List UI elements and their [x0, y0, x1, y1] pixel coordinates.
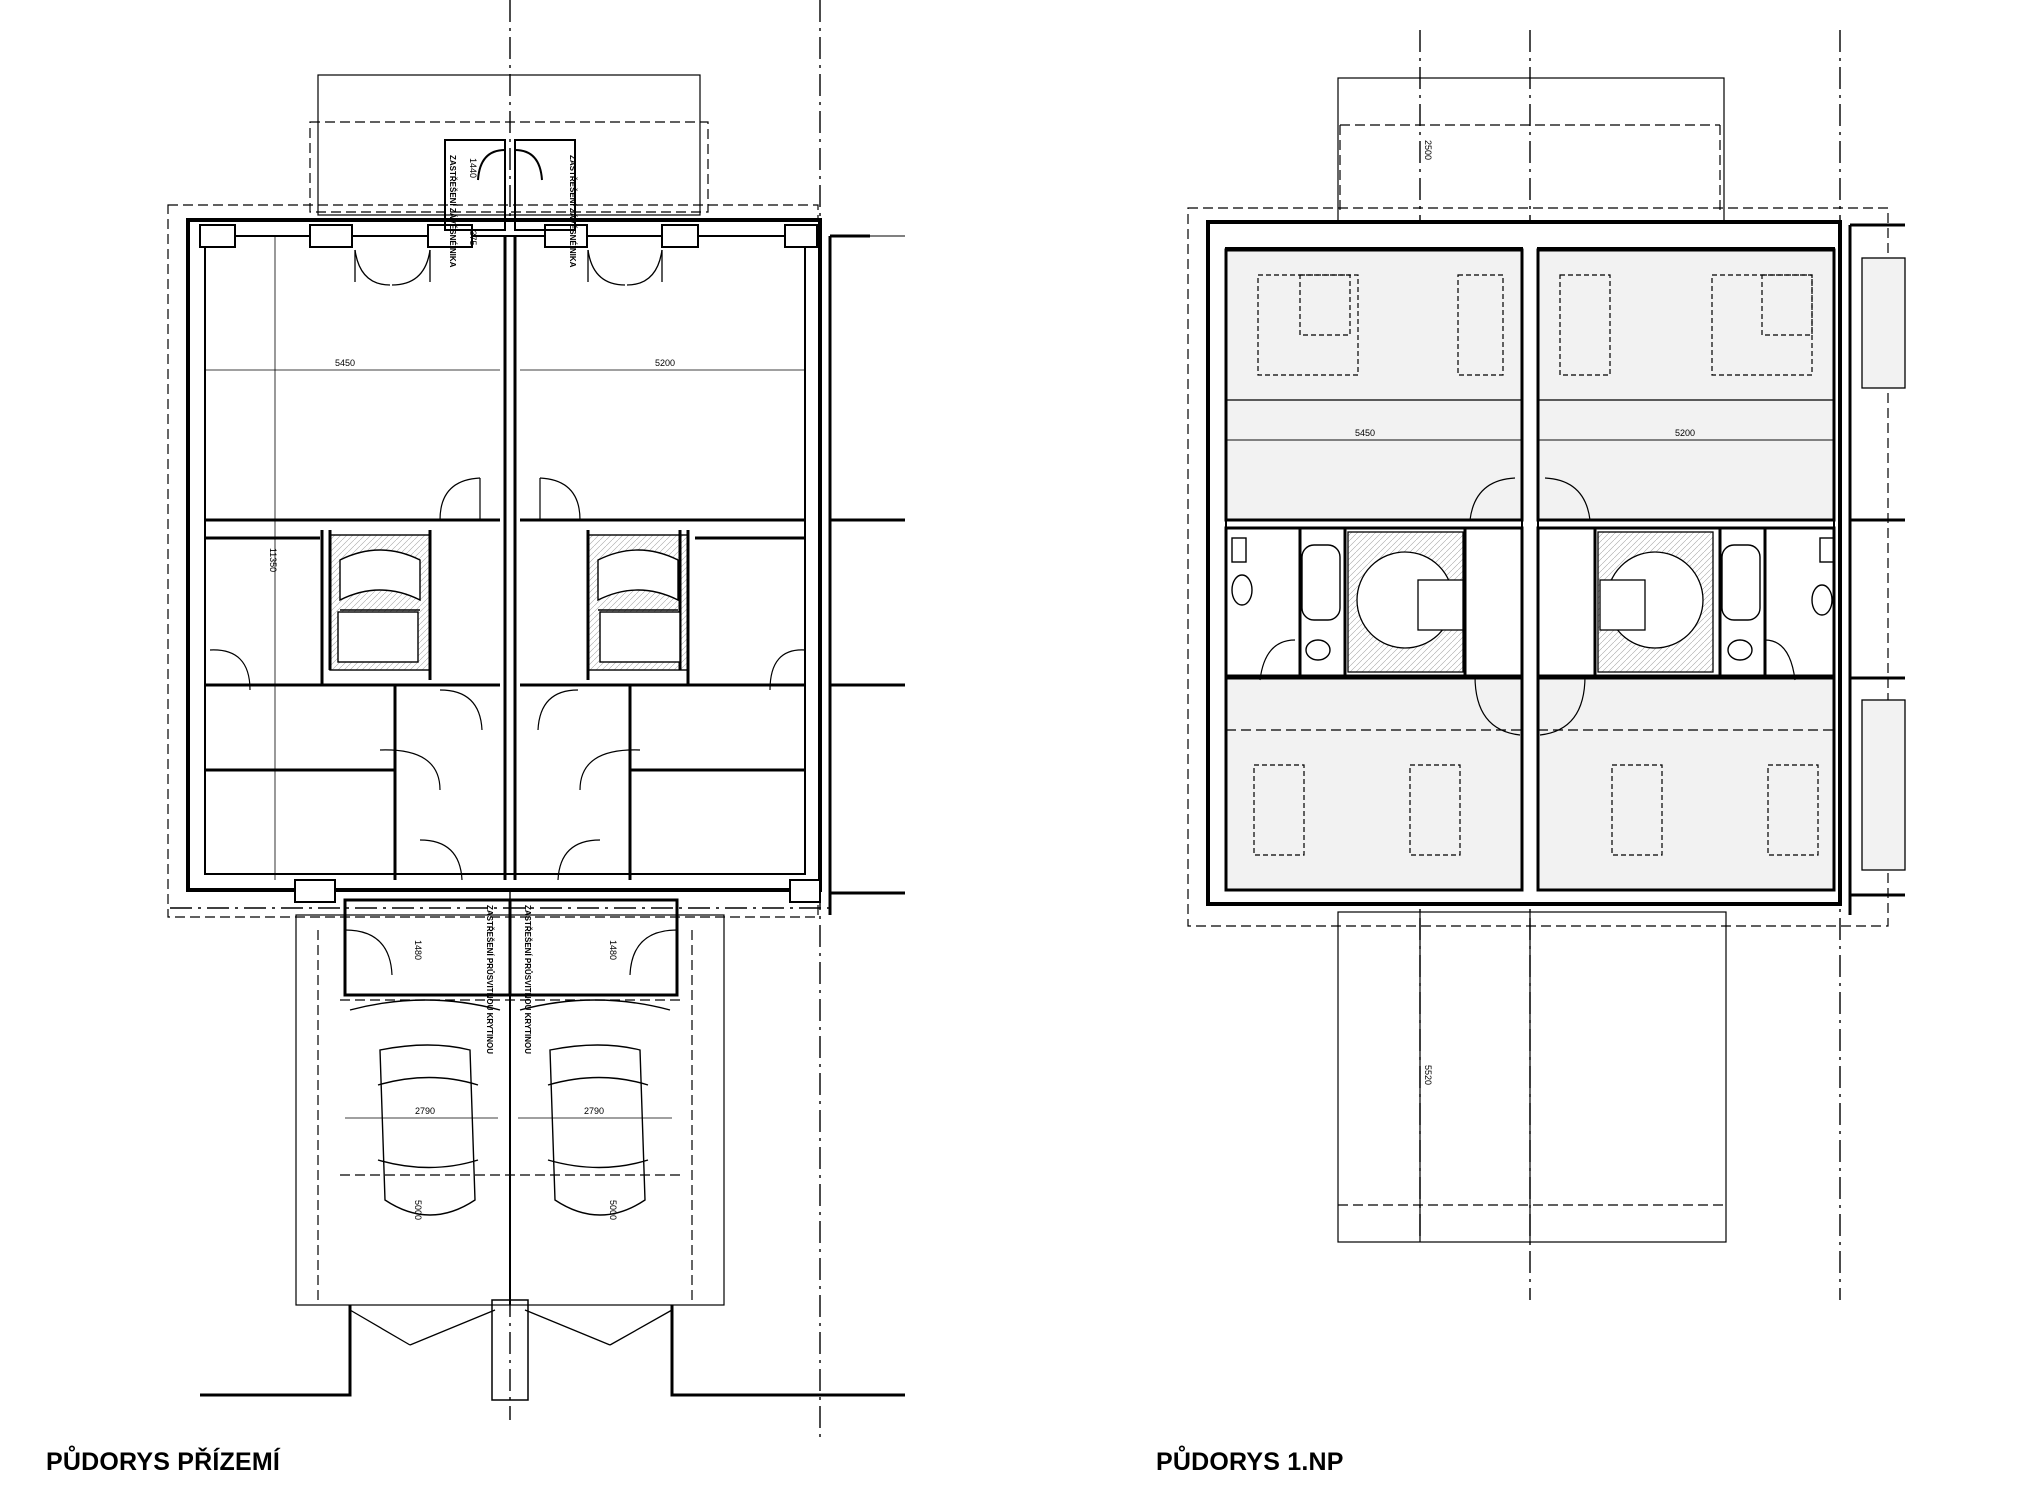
ground-dimension-labels: 5450 5200 11350 1440 375 1480 1480 2790 …	[268, 158, 675, 1220]
ground-carport	[295, 914, 725, 1306]
first-dashed-contours	[1187, 124, 1889, 927]
ground-car-right	[519, 999, 671, 1216]
ground-dim-5000-right: 5000	[608, 1200, 618, 1220]
first-doors	[1259, 477, 1796, 736]
ground-interior-doors	[209, 477, 806, 881]
note-bottom-left: ZASTŘEŠENÍ PRŮSVITNOU KRYTINOU	[485, 905, 495, 1054]
ground-vestibule	[343, 898, 679, 997]
ground-entry-niches	[444, 139, 576, 231]
first-dim-5520: 5520	[1423, 1065, 1433, 1085]
ground-car-left	[349, 999, 501, 1216]
ground-site-line	[200, 1305, 905, 1397]
ground-dim-2790-left: 2790	[415, 1106, 435, 1116]
first-core	[1224, 526, 1836, 678]
ground-dim-375: 375	[468, 230, 478, 245]
first-stair-right	[1597, 531, 1714, 673]
ground-window-blocks	[199, 224, 821, 903]
ground-dim-2790-right: 2790	[584, 1106, 604, 1116]
ground-top-canopy	[317, 74, 701, 216]
note-top-right: ZASTŘEŠENÍ ZÁVĚSNÉ NIKA	[568, 155, 577, 268]
first-dimension-labels: 5450 5200 2500 5520	[1355, 140, 1695, 1085]
caption-first-floor: PŮDORYS 1.NP	[1156, 1448, 1344, 1476]
first-stair-left	[1347, 531, 1464, 673]
ground-adjacent-unit	[828, 234, 905, 915]
first-adjacent-unit	[1848, 223, 1906, 915]
ground-dim-11350: 11350	[268, 548, 278, 572]
first-furniture	[1253, 274, 1819, 856]
ground-dim-1440: 1440	[468, 158, 478, 178]
ground-dim-5000-left: 5000	[413, 1200, 423, 1220]
ground-stair-left	[329, 534, 431, 671]
first-floor-plan	[1187, 30, 1906, 1300]
ground-dim-1480-left: 1480	[413, 940, 423, 960]
ground-garage-doors	[349, 1299, 673, 1401]
ground-stair-right	[587, 534, 689, 671]
first-rooms	[1224, 248, 1836, 892]
first-bathrooms	[1231, 537, 1835, 661]
ground-dimension-lines	[205, 236, 805, 1119]
ground-dim-1480-right: 1480	[608, 940, 618, 960]
first-top-balcony	[1337, 77, 1725, 224]
ground-dim-5450: 5450	[335, 358, 355, 368]
ground-notes: ZASTŘEŠENÍ ZÁVĚSNÉ NIKA ZASTŘEŠENÍ ZÁVĚS…	[448, 155, 577, 1054]
ground-floor-plan	[167, 0, 905, 1440]
note-bottom-right: ZASTŘEŠENÍ PRŮSVITNOU KRYTINOU	[523, 905, 533, 1054]
ground-top-doors	[354, 249, 663, 286]
first-dim-5200: 5200	[1675, 428, 1695, 438]
first-dim-2500: 2500	[1423, 140, 1433, 160]
ground-dim-5200: 5200	[655, 358, 675, 368]
first-terrace	[1337, 911, 1727, 1243]
note-top-left: ZASTŘEŠENÍ ZÁVĚSNÉ NIKA	[448, 155, 457, 268]
caption-ground-floor: PŮDORYS PŘÍZEMÍ	[46, 1448, 281, 1476]
first-dim-5450: 5450	[1355, 428, 1375, 438]
